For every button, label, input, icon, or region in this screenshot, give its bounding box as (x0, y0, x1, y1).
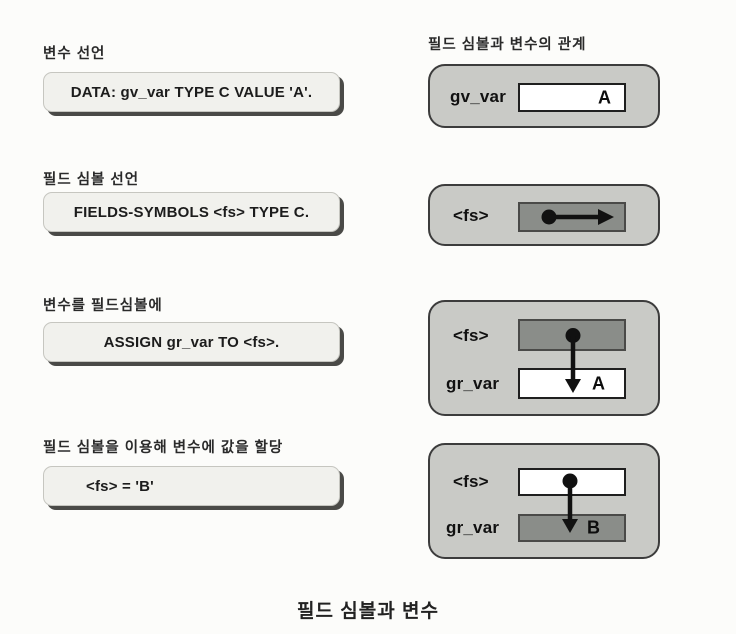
variable-name-label: gv_var (450, 87, 507, 106)
field-symbol-cell (518, 202, 626, 232)
pointer-down-arrow-icon (562, 473, 578, 533)
field-symbol-label: <fs> (453, 206, 489, 225)
code-box-fs-assignment: <fs> = 'B' (43, 466, 340, 506)
cell-value: B (587, 517, 600, 538)
field-symbol-label: <fs> (453, 472, 489, 491)
pointer-down-arrow-icon (565, 328, 581, 393)
panel-variable-with-value: gv_var A (428, 64, 660, 128)
section-label-assign-value-via-field-symbol: 필드 심볼을 이용해 변수에 값을 할당 (43, 440, 284, 456)
right-column-heading: 필드 심볼과 변수의 관계 (428, 37, 587, 53)
pointer-right-arrow-icon (541, 209, 614, 225)
code-box-assign-statement: ASSIGN gr_var TO <fs>. (43, 322, 340, 362)
variable-value-cell: A (518, 83, 626, 112)
figure-caption: 필드 심볼과 변수 (297, 601, 439, 622)
code-text: DATA: gv_var TYPE C VALUE 'A'. (70, 83, 313, 101)
panel-assigned-field-symbol: <fs> gr_var A (428, 300, 660, 416)
code-text: FIELDS-SYMBOLS <fs> TYPE C. (73, 203, 310, 221)
cell-value: A (592, 373, 605, 393)
code-box-field-symbols-statement: FIELDS-SYMBOLS <fs> TYPE C. (43, 192, 340, 232)
panel-field-symbol-unassigned: <fs> (428, 184, 660, 246)
section-label-variable-declaration: 변수 선언 (43, 46, 106, 62)
section-label-field-symbol-declaration: 필드 심볼 선언 (43, 172, 140, 188)
cell-value: A (598, 87, 611, 107)
variable-name-label: gr_var (446, 374, 500, 393)
code-box-data-statement: DATA: gv_var TYPE C VALUE 'A'. (43, 72, 340, 112)
section-label-assign-variable: 변수를 필드심볼에 (43, 298, 163, 314)
code-text: ASSIGN gr_var TO <fs>. (103, 333, 280, 351)
variable-name-label: gr_var (446, 518, 500, 537)
field-symbol-label: <fs> (453, 326, 489, 345)
code-text: <fs> = 'B' (86, 477, 154, 495)
panel-write-through-field-symbol: <fs> gr_var B (428, 443, 660, 559)
